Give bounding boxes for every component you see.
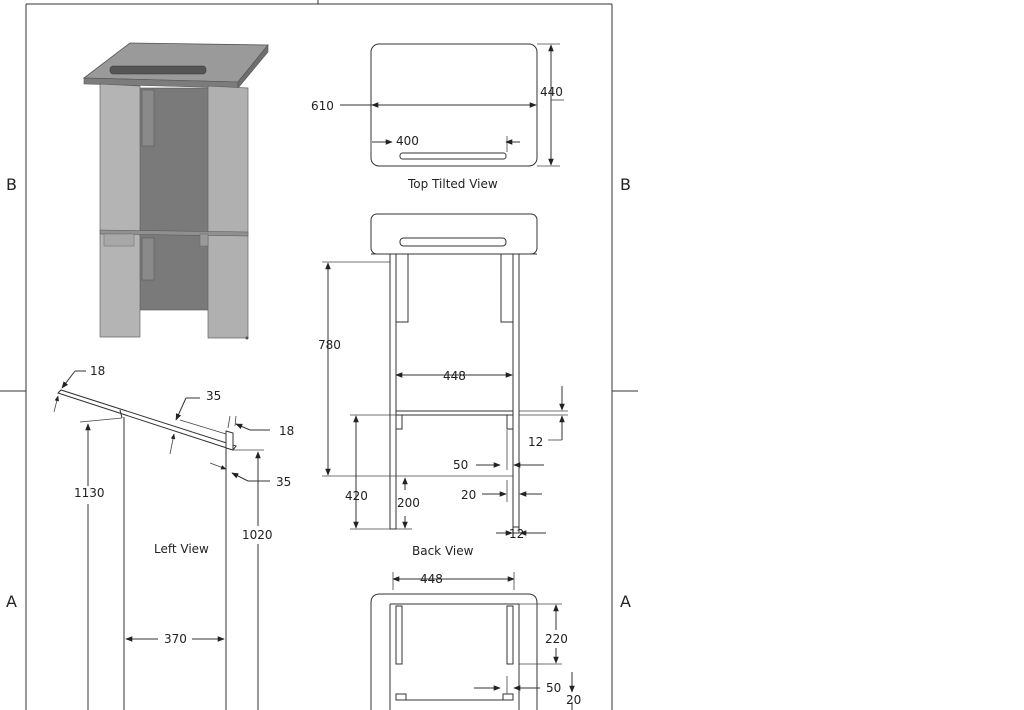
- zone-label-right-a: A: [620, 592, 631, 611]
- dim-left-total-height: 1130: [74, 486, 105, 500]
- dim-back-shelf-thickness: 12: [528, 435, 543, 449]
- dim-back-shelf-height: 200: [397, 496, 420, 510]
- zone-label-left-a: A: [6, 592, 17, 611]
- dim-back-leg-height: 420: [345, 489, 368, 503]
- dim-top-tilted-depth: 440: [540, 85, 563, 99]
- isometric-lectern-view: [82, 42, 269, 340]
- dim-left-base-depth: 370: [164, 632, 187, 646]
- dim-left-lip-depth: 35: [206, 389, 221, 403]
- left-view: [53, 370, 270, 710]
- sheet-border: [0, 0, 638, 710]
- dim-back-inner-width: 448: [443, 369, 466, 383]
- dim-left-top-thickness: 18: [90, 364, 105, 378]
- back-view: [322, 213, 568, 536]
- view-title-left: Left View: [154, 542, 209, 556]
- dim-bottom-depth: 220: [545, 632, 568, 646]
- zone-label-right-b: B: [620, 175, 631, 194]
- dim-bottom-inner-width: 448: [420, 572, 443, 586]
- dim-bottom-edge: 20: [566, 693, 581, 707]
- top-tilted-view: [340, 43, 564, 167]
- dim-top-tilted-ledge: 400: [396, 134, 419, 148]
- view-title-top-tilted: Top Tilted View: [407, 177, 498, 191]
- dim-left-lip-edge: 35: [276, 475, 291, 489]
- zone-label-left-b: B: [6, 175, 17, 194]
- dim-back-foot: 12: [509, 527, 524, 541]
- dim-back-leg-offset: 50: [453, 458, 468, 472]
- dim-bottom-offset: 50: [546, 681, 561, 695]
- dim-left-front-height: 1020: [242, 528, 273, 542]
- dim-left-lip-thickness: 18: [279, 424, 294, 438]
- view-title-back: Back View: [412, 544, 474, 558]
- dim-back-height: 780: [318, 338, 341, 352]
- bottom-view: [370, 572, 575, 710]
- dim-top-tilted-width: 610: [311, 99, 334, 113]
- dim-back-leg-thickness: 20: [461, 488, 476, 502]
